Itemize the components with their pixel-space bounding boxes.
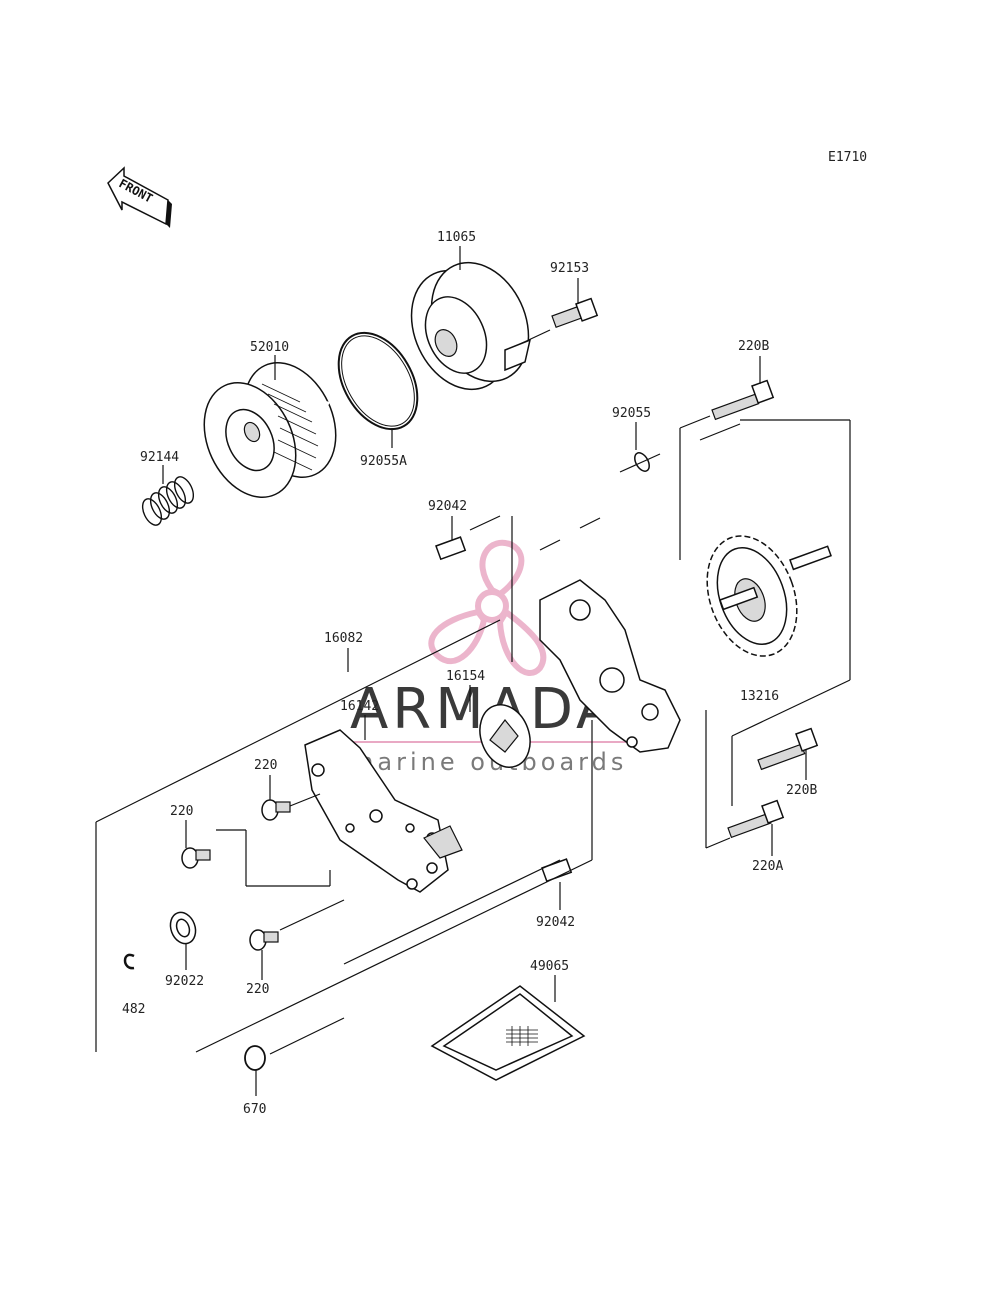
label-220B-bottom: 220B — [786, 783, 817, 798]
part-13216-gear-shaft — [706, 535, 832, 657]
part-220-screw-c — [249, 929, 279, 951]
label-92153: 92153 — [550, 261, 589, 276]
part-16082-pump-body — [539, 579, 681, 753]
part-482-clip — [123, 953, 135, 970]
label-482: 482 — [122, 1002, 145, 1017]
part-49065-screen — [430, 985, 586, 1081]
armada-propeller-logo-icon — [428, 539, 547, 676]
part-220-screw-b — [181, 847, 211, 869]
label-16142: 16142 — [340, 699, 379, 714]
label-52010: 52010 — [250, 340, 289, 355]
part-16154-rotor — [479, 704, 531, 768]
diagram-code: E1710 — [828, 150, 867, 165]
label-16082: 16082 — [324, 631, 363, 646]
part-92022-washer — [169, 911, 197, 945]
label-220A: 220A — [752, 859, 783, 874]
front-arrow-icon: FRONT — [107, 166, 172, 228]
label-670: 670 — [243, 1102, 266, 1117]
part-92042-dowel-top — [435, 536, 467, 561]
label-92055A: 92055A — [360, 454, 407, 469]
label-13216: 13216 — [740, 689, 779, 704]
part-92153-bolt — [551, 297, 599, 329]
label-92055: 92055 — [612, 406, 651, 421]
part-92042-dowel-bottom — [541, 858, 573, 883]
part-52010-oil-filter — [203, 362, 337, 498]
part-220A-bolt — [727, 799, 785, 839]
part-670-o-ring — [244, 1045, 266, 1071]
part-92144-spring — [141, 476, 195, 526]
label-92144: 92144 — [140, 450, 179, 465]
part-92055A-o-ring — [337, 331, 419, 431]
label-92022: 92022 — [165, 974, 204, 989]
label-16154: 16154 — [446, 669, 485, 684]
part-220B-bolt-bottom — [757, 727, 819, 771]
label-220-a: 220 — [254, 758, 277, 773]
assembly-guide-lines — [95, 415, 851, 1055]
part-11065-cover — [410, 261, 532, 391]
label-220-b: 220 — [170, 804, 193, 819]
label-92042-top: 92042 — [428, 499, 467, 514]
part-220B-bolt-top — [711, 379, 775, 421]
label-49065: 49065 — [530, 959, 569, 974]
label-220B-top: 220B — [738, 339, 769, 354]
label-220-c: 220 — [246, 982, 269, 997]
label-11065: 11065 — [437, 230, 476, 245]
part-16142-plate — [304, 729, 463, 893]
label-92042-bottom: 92042 — [536, 915, 575, 930]
part-220-screw-a — [261, 799, 291, 821]
